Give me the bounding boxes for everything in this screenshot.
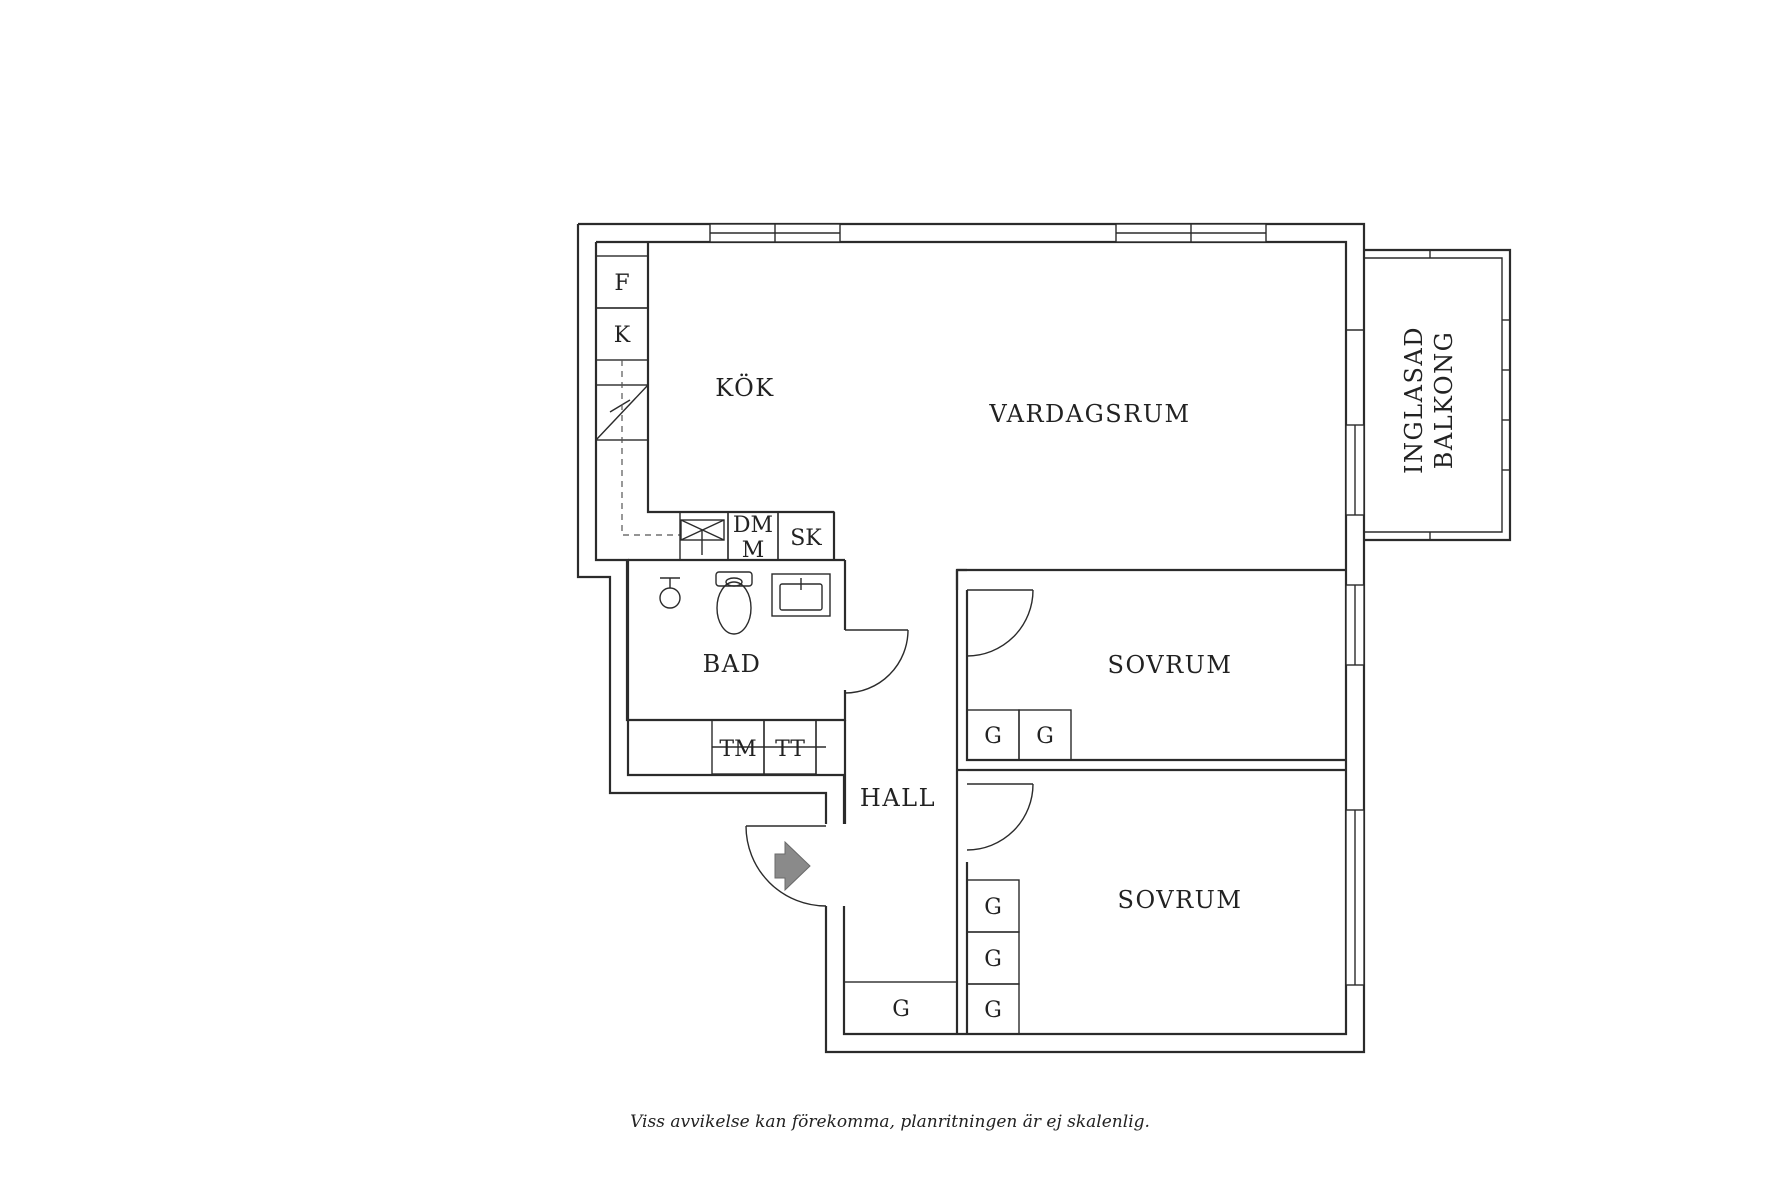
bedroom-1-door (966, 589, 1034, 657)
washbasin-icon (771, 573, 831, 617)
toilet-icon (715, 571, 753, 635)
fixture-label-sk: SK (790, 526, 822, 551)
room-label-sovrum-1: SOVRUM (1108, 651, 1233, 679)
entrance-arrow-icon (774, 840, 811, 892)
fixture-label-g: G (984, 895, 1002, 920)
fixture-label-dm: DM (733, 513, 773, 538)
window-top-right (1115, 223, 1267, 243)
footer-note: Viss avvikelse kan förekomma, planritnin… (630, 1112, 1150, 1132)
laundry-cabinets (711, 719, 826, 775)
window-right-sovrum-2 (1345, 809, 1365, 986)
window-top-left (709, 223, 841, 243)
fixture-label-tm: TM (719, 737, 756, 762)
fixture-label-tt: TT (775, 737, 805, 762)
bathroom-door (844, 629, 909, 694)
window-right-vardagsrum (1345, 424, 1365, 516)
wardrobes (843, 709, 1072, 1035)
kitchen-inner-walls (625, 242, 847, 722)
room-label-vardagsrum: VARDAGSRUM (988, 400, 1190, 428)
kitchen-appliances (679, 511, 835, 561)
ventilation-icon (680, 519, 725, 555)
fixture-label-k: K (614, 323, 631, 348)
room-label-kok: KÖK (715, 373, 774, 402)
sink-icon (659, 577, 681, 609)
bedroom-2-door (966, 783, 1034, 851)
fixture-label-m: M (742, 538, 765, 563)
outer-walls (576, 222, 1366, 1054)
entrance-door (745, 825, 827, 907)
fixture-label-g: G (984, 947, 1002, 972)
window-right-sovrum-1 (1345, 584, 1365, 666)
fixture-label-g: G (1036, 724, 1054, 749)
fixture-label-g: G (984, 724, 1002, 749)
room-label-sovrum-2: SOVRUM (1118, 886, 1243, 914)
fixture-label-f: F (614, 271, 629, 296)
fixture-label-g: G (892, 997, 910, 1022)
room-label-hall: HALL (860, 784, 936, 812)
room-label-balkong-line2: BALKONG (1430, 331, 1458, 470)
balcony (1364, 248, 1512, 542)
fixture-label-g: G (984, 998, 1002, 1023)
kitchen-cabinets-left (595, 255, 680, 536)
room-label-balkong-line1: INGLASAD (1400, 326, 1428, 474)
bathroom (659, 571, 831, 775)
room-label-bad: BAD (703, 650, 762, 678)
